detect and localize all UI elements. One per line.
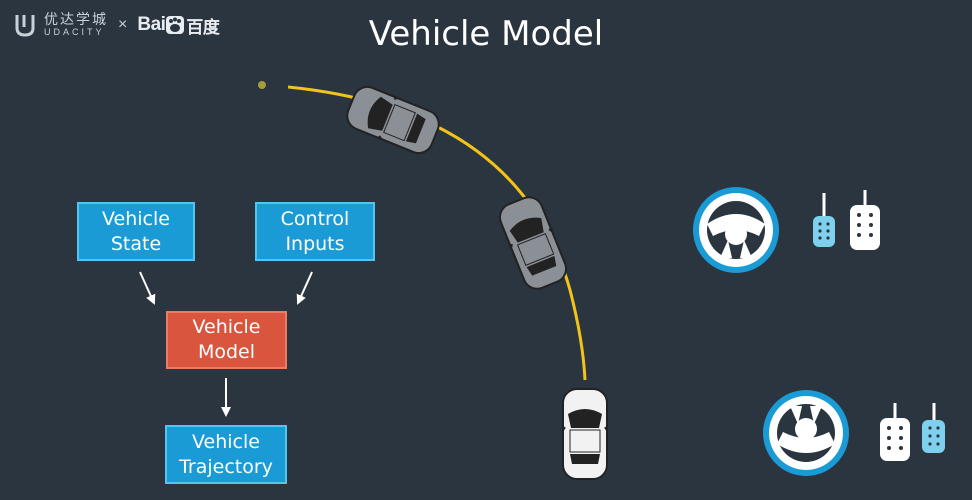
- brand-separator: ×: [118, 16, 128, 33]
- udacity-logo-icon: [15, 15, 35, 37]
- branding: 优达学城 UDACITY × Bai 百度: [14, 12, 220, 38]
- udacity-cn-text: 优达学城: [44, 11, 108, 28]
- baidu-paw-icon: [166, 16, 185, 34]
- vehicle-model-label: Vehicle Model: [192, 316, 261, 363]
- vehicle-model-box: Vehicle Model: [166, 311, 287, 369]
- steering-wheel-icon: [693, 187, 779, 273]
- udacity-wordmark: 优达学城 UDACITY: [44, 13, 108, 37]
- arrow-inputs-to-model: [296, 271, 313, 305]
- baidu-wordmark: Bai 百度: [137, 13, 220, 38]
- pedal-icon: [850, 190, 880, 250]
- pedal-icon: [922, 403, 945, 453]
- control-inputs-label: Control Inputs: [280, 207, 350, 255]
- page-title: Vehicle Model: [368, 14, 604, 54]
- car-gray-top: [341, 80, 445, 160]
- udacity-en-text: UDACITY: [44, 26, 105, 37]
- pedal-icon: [813, 193, 835, 247]
- baidu-cn-text: 百度: [186, 17, 220, 38]
- baidu-latin-text: Bai: [137, 14, 166, 35]
- vehicle-trajectory-label: Vehicle Trajectory: [179, 430, 273, 478]
- steering-wheel-icon: [763, 390, 849, 476]
- car-white-bottom: [560, 387, 610, 481]
- control-inputs-box: Control Inputs: [255, 202, 375, 261]
- vehicle-trajectory-box: Vehicle Trajectory: [165, 425, 287, 484]
- vehicle-state-box: Vehicle State: [77, 202, 195, 261]
- car-gray-middle: [493, 191, 573, 295]
- trajectory-start-dot: [258, 81, 266, 89]
- pedal-icon: [880, 403, 910, 461]
- vehicle-state-label: Vehicle State: [102, 207, 170, 255]
- arrow-state-to-model: [139, 271, 156, 305]
